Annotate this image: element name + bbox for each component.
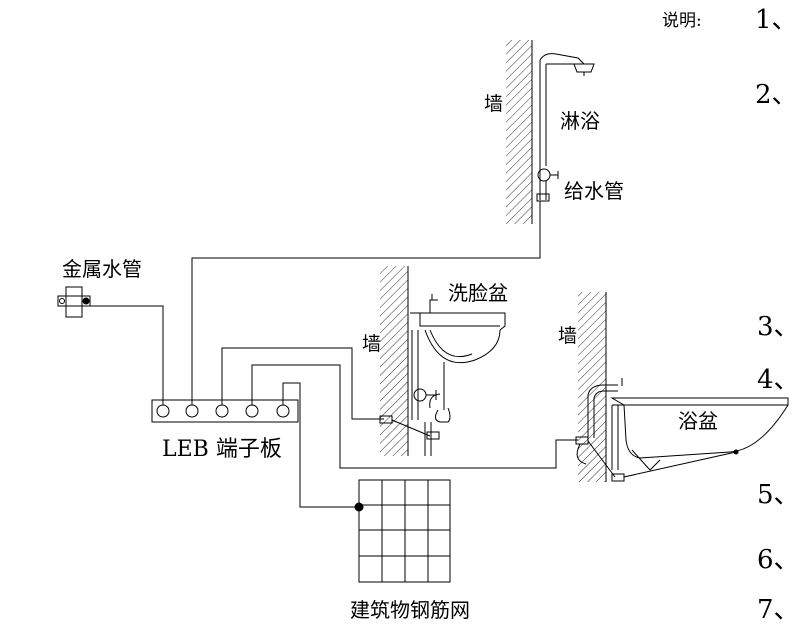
- wire-washbasin-supply: [221, 347, 384, 420]
- label-wall-top: 墙: [484, 93, 503, 115]
- terminal-5: [276, 404, 290, 418]
- label-washbasin: 洗脸盆: [448, 281, 508, 305]
- label-metal-pipe: 金属水管: [62, 257, 142, 281]
- terminal-2: [185, 404, 199, 418]
- wall-middle-hatch: [380, 266, 408, 456]
- washbasin-valve-icon: [413, 388, 427, 402]
- label-leb-board: LEB 端子板: [162, 437, 282, 462]
- shower-clamp-icon: [536, 193, 550, 202]
- bathtub-body: [610, 397, 789, 459]
- label-wall-middle: 墙: [362, 333, 381, 355]
- note-item-2: 2、 2: [755, 80, 800, 110]
- washbasin-bowl: [424, 329, 501, 364]
- faucet-icon: [429, 299, 438, 313]
- note-item-6: 6、: [757, 545, 800, 575]
- note-item-5: 5、: [757, 480, 800, 510]
- terminal-1: [156, 404, 170, 418]
- bathtub-assembly: [575, 292, 789, 482]
- wire-washbasin-drain: [251, 364, 578, 469]
- label-rebar-mesh: 建筑物钢筋网: [350, 598, 470, 622]
- label-shower: 淋浴: [560, 109, 600, 133]
- metal-pipe-clamp-icon: [57, 286, 91, 318]
- bonding-conductors: [90, 224, 739, 508]
- note-item-4: 4、: [757, 365, 800, 395]
- shower-assembly: [506, 40, 595, 224]
- terminal-3: [215, 404, 229, 418]
- leb-terminal-board: [151, 399, 299, 423]
- terminal-4: [245, 404, 259, 418]
- label-wall-right: 墙: [558, 325, 577, 347]
- note-item-1: 1、 桂: [755, 5, 800, 35]
- note-item-3: 3、: [757, 312, 800, 342]
- shower-head-icon: [573, 63, 595, 73]
- wire-shower: [191, 224, 541, 405]
- label-supply-pipe: 给水管: [564, 179, 624, 203]
- note-item-7: 7、: [757, 595, 800, 625]
- label-bathtub: 浴盆: [678, 409, 718, 433]
- rebar-mesh-grid: [354, 479, 451, 583]
- wire-rebar: [282, 382, 359, 508]
- wire-metal-pipe: [90, 305, 164, 405]
- notes-heading: 说明:: [662, 11, 702, 31]
- wall-right-hatch: [578, 292, 606, 482]
- wall-top-hatch: [506, 40, 532, 224]
